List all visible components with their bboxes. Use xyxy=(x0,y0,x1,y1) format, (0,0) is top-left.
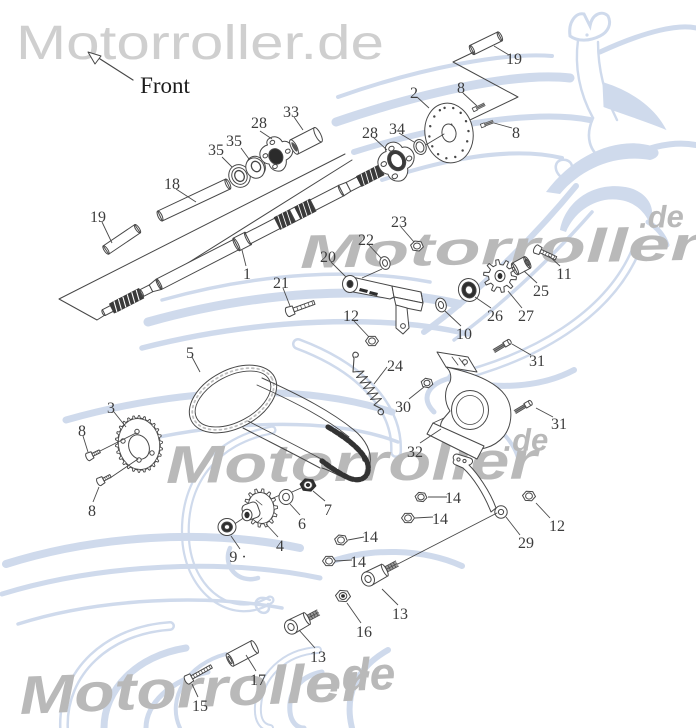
svg-text:33: 33 xyxy=(283,104,299,121)
svg-text:26: 26 xyxy=(487,308,503,325)
svg-text:14: 14 xyxy=(445,490,461,507)
svg-text:5: 5 xyxy=(186,345,194,362)
svg-text:8: 8 xyxy=(88,503,96,520)
svg-text:7: 7 xyxy=(324,502,332,519)
svg-text:Motorroller: Motorroller xyxy=(18,652,372,726)
svg-text:3: 3 xyxy=(107,400,115,417)
svg-text:32: 32 xyxy=(407,444,423,461)
svg-text:30: 30 xyxy=(395,399,411,416)
svg-text:17: 17 xyxy=(250,672,266,689)
svg-text:15: 15 xyxy=(192,698,208,715)
svg-text:11: 11 xyxy=(556,266,571,283)
svg-text:19: 19 xyxy=(90,209,106,226)
svg-text:2: 2 xyxy=(410,85,418,102)
svg-text:23: 23 xyxy=(391,214,407,231)
svg-text:28: 28 xyxy=(362,125,378,142)
svg-text:31: 31 xyxy=(551,416,567,433)
svg-text:6: 6 xyxy=(298,516,306,533)
svg-text:.de: .de xyxy=(328,647,397,702)
svg-text:31: 31 xyxy=(529,353,545,370)
svg-text:13: 13 xyxy=(310,649,326,666)
svg-text:9 ·: 9 · xyxy=(229,549,246,566)
svg-text:10: 10 xyxy=(456,326,472,343)
svg-text:Motorroller.de: Motorroller.de xyxy=(16,17,384,70)
svg-text:22: 22 xyxy=(358,232,374,249)
svg-text:8: 8 xyxy=(78,423,86,440)
svg-text:27: 27 xyxy=(518,308,534,325)
svg-text:20: 20 xyxy=(320,249,336,266)
svg-text:24: 24 xyxy=(387,358,403,375)
svg-text:18: 18 xyxy=(164,176,180,193)
svg-text:28: 28 xyxy=(251,115,267,132)
svg-text:29: 29 xyxy=(518,535,534,552)
svg-text:12: 12 xyxy=(549,518,565,535)
svg-text:14: 14 xyxy=(432,511,448,528)
svg-text:.de: .de xyxy=(639,199,685,235)
svg-text:14: 14 xyxy=(350,554,366,571)
svg-text:19: 19 xyxy=(506,51,522,68)
svg-text:12: 12 xyxy=(343,308,359,325)
svg-text:13: 13 xyxy=(392,606,408,623)
svg-text:21: 21 xyxy=(273,275,289,292)
svg-text:.de: .de xyxy=(503,422,548,458)
svg-text:25: 25 xyxy=(533,283,549,300)
svg-text:35: 35 xyxy=(208,142,224,159)
svg-text:4: 4 xyxy=(276,538,284,555)
svg-text:8: 8 xyxy=(457,80,465,97)
svg-text:35: 35 xyxy=(226,133,242,150)
svg-text:34: 34 xyxy=(389,121,405,138)
svg-text:14: 14 xyxy=(362,529,378,546)
svg-text:Front: Front xyxy=(140,73,190,98)
svg-text:8: 8 xyxy=(512,125,520,142)
svg-text:1: 1 xyxy=(243,266,251,283)
svg-text:16: 16 xyxy=(356,624,372,641)
